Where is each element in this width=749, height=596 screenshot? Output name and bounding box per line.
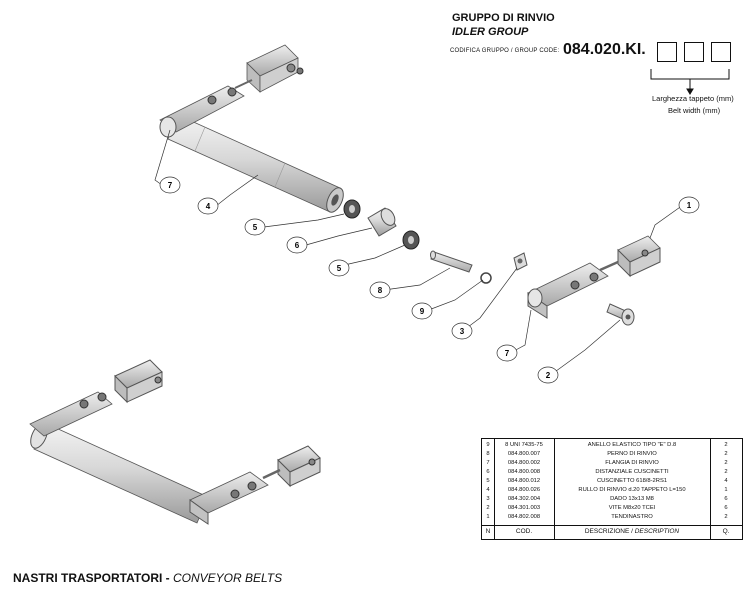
group-subtitle: IDLER GROUP bbox=[452, 26, 529, 38]
group-code-value: 084.020.KI. bbox=[563, 41, 646, 58]
callout-7b: 7 bbox=[496, 344, 518, 362]
parts-table: 9 8 UNI 7435-75 ANELLO ELASTICO TIPO "E"… bbox=[481, 438, 743, 540]
belt-width-label-it: Larghezza tappeto (mm) bbox=[652, 94, 734, 103]
group-title: GRUPPO DI RINVIO bbox=[452, 12, 555, 24]
table-row: 3 084.302.004 DADO 13x13 M8 6 bbox=[486, 496, 728, 502]
svg-text:5: 5 bbox=[337, 264, 342, 273]
pin-8 bbox=[430, 250, 473, 273]
leader-lines bbox=[154, 129, 684, 375]
svg-text:4: 4 bbox=[206, 202, 211, 211]
callouts: 7 4 5 6 5 8 9 3 7 2 1 bbox=[159, 176, 700, 384]
table-row: 6 084.800.008 DISTANZIALE CUSCINETTI 2 bbox=[486, 469, 728, 475]
table-header-row: N COD. DESCRIZIONE / DESCRIPTION Q. bbox=[482, 525, 742, 539]
callout-6: 6 bbox=[286, 236, 308, 254]
table-row: 9 8 UNI 7435-75 ANELLO ELASTICO TIPO "E"… bbox=[486, 442, 728, 448]
callout-8: 8 bbox=[369, 281, 391, 299]
flange-upper bbox=[159, 85, 245, 138]
table-row: 7 084.800.002 FLANGIA DI RINVIO 2 bbox=[486, 460, 728, 466]
svg-text:3: 3 bbox=[460, 327, 465, 336]
callout-7a: 7 bbox=[159, 176, 181, 194]
code-box-1 bbox=[657, 42, 677, 62]
table-row: 4 084.800.026 RULLO DI RINVIO d.20 TAPPE… bbox=[486, 487, 728, 493]
tensioner-upper bbox=[234, 44, 304, 93]
svg-text:7: 7 bbox=[168, 181, 173, 190]
table-row: 8 084.800.007 PERNO DI RINVIO 2 bbox=[486, 451, 728, 457]
code-bracket bbox=[650, 69, 730, 95]
svg-text:7: 7 bbox=[505, 349, 510, 358]
flange-right bbox=[527, 262, 609, 319]
svg-text:9: 9 bbox=[420, 307, 425, 316]
col-header-code: COD. bbox=[515, 528, 533, 535]
table-row: 1 084.802.008 TENDINASTRO 2 bbox=[486, 514, 728, 520]
callout-1: 1 bbox=[678, 196, 700, 214]
svg-text:8: 8 bbox=[378, 286, 383, 295]
svg-text:6: 6 bbox=[295, 241, 300, 250]
belt-width-label-en: Belt width (mm) bbox=[668, 106, 721, 115]
col-header-description: DESCRIZIONE / DESCRIPTION bbox=[584, 528, 680, 535]
code-box-2 bbox=[684, 42, 704, 62]
callout-3: 3 bbox=[451, 322, 473, 340]
group-code-label: CODIFICA GRUPPO / GROUP CODE: bbox=[450, 48, 560, 54]
footer-title: NASTRI TRASPORTATORI - CONVEYOR BELTS bbox=[13, 571, 283, 585]
bearing-5b bbox=[402, 230, 420, 250]
col-header-qty: Q. bbox=[722, 528, 730, 535]
svg-text:1: 1 bbox=[687, 201, 692, 210]
roller-upper bbox=[167, 114, 344, 213]
code-box-3 bbox=[711, 42, 731, 62]
svg-text:5: 5 bbox=[253, 223, 258, 232]
svg-text:2: 2 bbox=[546, 371, 551, 380]
callout-9: 9 bbox=[411, 302, 433, 320]
bearing-5a bbox=[343, 199, 361, 219]
callout-2: 2 bbox=[537, 366, 559, 384]
callout-5a: 5 bbox=[244, 218, 266, 236]
table-row: 5 084.800.012 CUSCINETTO 618/8-2RS1 4 bbox=[486, 478, 728, 484]
tensioner-right bbox=[599, 235, 661, 278]
col-header-n: N bbox=[485, 528, 491, 535]
spacer-6 bbox=[367, 207, 397, 237]
circlip-9 bbox=[480, 272, 492, 284]
callout-4: 4 bbox=[197, 197, 219, 215]
assembly-lower bbox=[29, 359, 321, 525]
table-row: 2 084.301.003 VITE M8x20 TCEI 6 bbox=[486, 505, 728, 511]
callout-5b: 5 bbox=[328, 259, 350, 277]
nut-3 bbox=[513, 252, 528, 271]
screw-2 bbox=[606, 303, 635, 326]
